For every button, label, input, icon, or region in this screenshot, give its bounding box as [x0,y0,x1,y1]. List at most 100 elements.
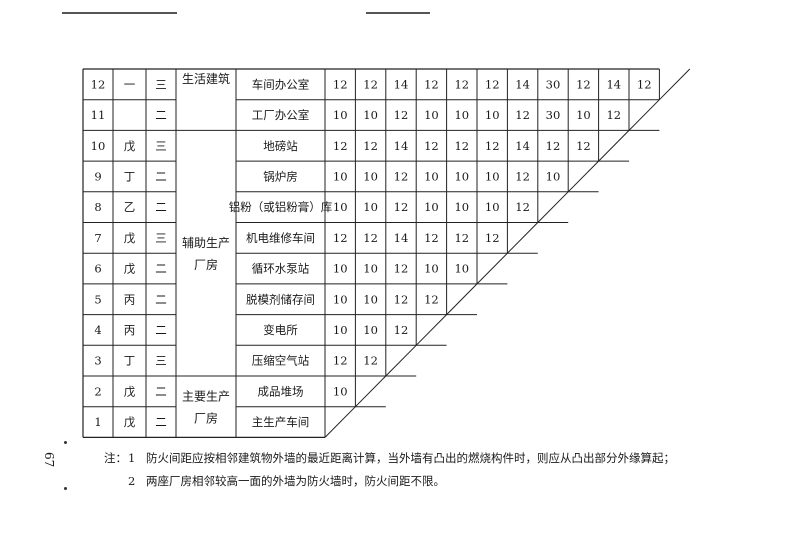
building-name: 主生产车间 [252,415,310,429]
page-number-dot-bottom [64,487,67,490]
distance-value: 10 [424,262,439,276]
building-group-label: 生活建筑 [182,71,230,86]
building-name: 机电维修车间 [246,231,315,245]
distance-value: 12 [424,77,439,91]
row-number: 12 [91,77,106,91]
distance-value: 12 [333,231,348,245]
diagonal-stroke [476,252,508,285]
hazard-class: 戊 [124,262,136,276]
note-2-number: 2 [128,474,136,488]
distance-value: 12 [515,108,530,122]
diagonal-stroke [567,160,599,193]
distance-value: 12 [485,77,500,91]
row-number: 5 [94,292,101,306]
fire-resistance-level: 三 [155,139,167,153]
distance-value: 10 [363,169,378,183]
distance-value: 10 [333,292,348,306]
row-number: 2 [94,384,101,398]
distance-value: 14 [394,139,409,153]
hazard-class: 乙 [124,200,136,214]
distance-value: 12 [454,77,469,91]
hazard-class: 戊 [124,139,136,153]
hazard-class: 戊 [124,384,136,398]
distance-value: 12 [394,262,409,276]
fire-resistance-level: 二 [155,323,167,337]
distance-value: 12 [485,139,500,153]
hazard-class: 丁 [124,354,136,368]
building-name: 锅炉房 [263,169,298,183]
distance-value: 12 [424,292,439,306]
row-number: 6 [94,262,101,276]
diagonal-stroke [446,283,478,315]
distance-value: 10 [424,108,439,122]
fire-resistance-level: 二 [155,292,167,306]
fire-resistance-level: 二 [155,169,167,183]
row-number: 3 [94,354,101,368]
building-name: 铝粉（或铝粉膏）库 [229,200,333,214]
diagonal-stroke [324,406,356,438]
distance-value: 30 [546,77,561,91]
distance-value: 12 [394,108,409,122]
distance-value: 10 [485,200,500,214]
hazard-class: 戊 [124,231,136,245]
distance-value: 14 [394,77,409,91]
row-number: 1 [94,415,101,429]
distance-value: 10 [485,108,500,122]
distance-value: 10 [424,200,439,214]
row-number: 7 [94,231,101,245]
distance-value: 10 [576,108,591,122]
building-name: 工厂办公室 [252,108,310,122]
distance-value: 10 [454,200,469,214]
fire-resistance-level: 二 [155,384,167,398]
distance-value: 14 [515,77,530,91]
distance-value: 12 [454,139,469,153]
distance-value: 12 [606,108,621,122]
distance-value: 12 [637,77,652,91]
distance-value: 10 [424,169,439,183]
hazard-class: 丁 [124,169,136,183]
distance-value: 12 [333,139,348,153]
page-number-dot-top [64,441,67,444]
diagonal-stroke [415,314,447,346]
distance-value: 12 [576,139,591,153]
distance-value: 12 [333,354,348,368]
distance-value: 10 [363,323,378,337]
distance-value: 12 [394,169,409,183]
fire-resistance-level: 二 [155,200,167,214]
diagonal-stroke [659,68,691,101]
distance-value: 12 [485,231,500,245]
distance-value: 12 [363,77,378,91]
distance-value: 12 [394,323,409,337]
diagonal-stroke [507,222,539,254]
note-1-text: 防火间距应按相邻建筑物外墙的最近距离计算，当外墙有凸出的燃烧构件时，则应从凸出部… [146,451,675,465]
distance-value: 12 [515,169,530,183]
hazard-class: 丙 [124,292,136,306]
hazard-class: 戊 [124,415,136,429]
building-group-label: 主要生产厂房 [182,390,230,426]
distance-value: 10 [454,262,469,276]
distance-value: 10 [333,262,348,276]
diagonal-stroke [385,344,417,377]
row-number: 4 [94,323,101,337]
building-name: 变电所 [263,323,298,337]
distance-value: 10 [485,169,500,183]
distance-value: 10 [333,169,348,183]
notes-prefix: 注： [104,451,127,465]
fire-resistance-level: 二 [155,262,167,276]
page-number: 67 [42,452,56,468]
building-name: 脱模剂储存间 [246,292,315,306]
distance-value: 12 [363,354,378,368]
fire-resistance-level: 三 [155,77,167,91]
distance-value: 14 [606,77,621,91]
distance-value: 30 [546,108,561,122]
distance-value: 10 [363,292,378,306]
fire-resistance-level: 三 [155,231,167,245]
row-number: 9 [94,169,101,183]
distance-value: 10 [454,169,469,183]
distance-value: 12 [424,139,439,153]
note-1-number: 1 [128,451,136,465]
distance-value: 14 [515,139,530,153]
hazard-class: 丙 [124,323,136,337]
distance-value: 10 [333,384,348,398]
